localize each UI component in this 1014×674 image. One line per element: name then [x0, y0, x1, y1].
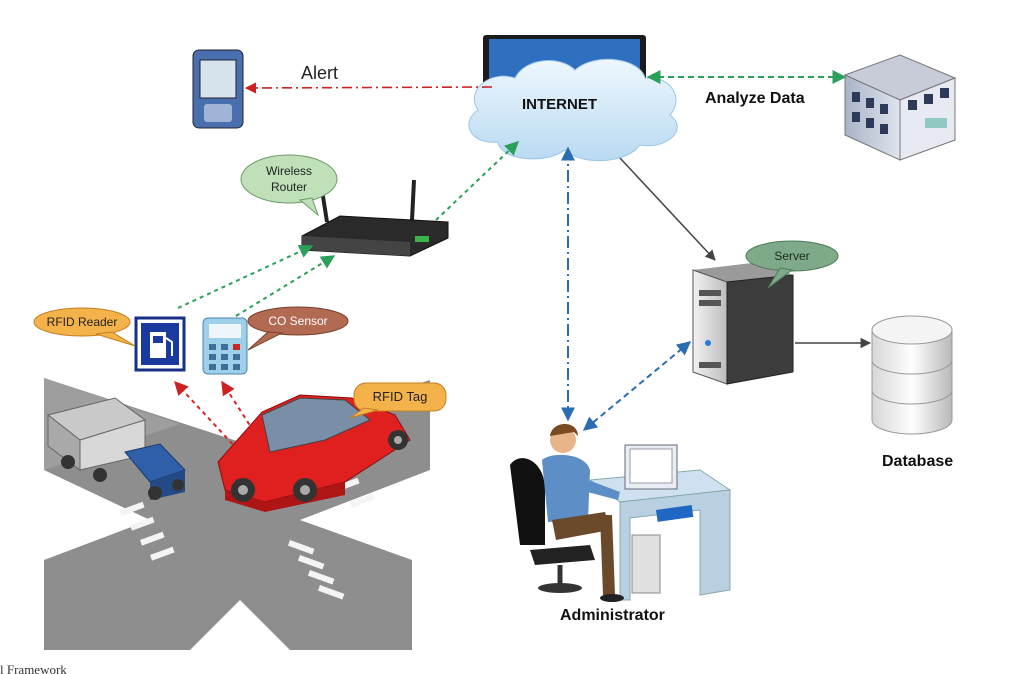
- car-icon: [217, 394, 411, 512]
- router-to-internet-arrow: [435, 141, 520, 221]
- router-icon: [301, 179, 449, 257]
- reader-to-router-arrow: [177, 244, 314, 309]
- co-sensor-label: CO Sensor: [268, 314, 328, 328]
- building-icon: [843, 54, 957, 161]
- internet-server-arrow: [619, 157, 716, 261]
- database-label: Database: [882, 453, 954, 470]
- person-at-desk-icon: [510, 424, 732, 602]
- rfid-tag-label: RFID Tag: [372, 389, 428, 404]
- administrator-label: Administrator: [560, 607, 665, 624]
- connections: [174, 70, 872, 451]
- figure-caption-fragment: l Framework: [0, 662, 67, 674]
- server-icon: [692, 262, 794, 385]
- car-to-sensor-arrow: [221, 380, 259, 439]
- truck-icon: [46, 397, 186, 500]
- server-label: Server: [774, 249, 810, 263]
- database-icon: [871, 315, 953, 435]
- alert-arrow: [244, 82, 493, 94]
- alert-label: Alert: [301, 63, 339, 83]
- internet-label: INTERNET: [522, 96, 597, 113]
- fuel-pump-icon: [134, 316, 186, 372]
- server-admin-arrow: [582, 341, 692, 431]
- calculator-sensor-icon: [202, 317, 248, 375]
- callout-shapes: [33, 154, 839, 419]
- wireless-router-label: Wireless Router: [265, 164, 312, 194]
- rfid-reader-label: RFID Reader: [46, 315, 118, 329]
- pda-icon: [192, 49, 244, 129]
- analyze-data-label: Analyze Data: [705, 90, 805, 107]
- sensor-to-router-arrow: [235, 255, 336, 317]
